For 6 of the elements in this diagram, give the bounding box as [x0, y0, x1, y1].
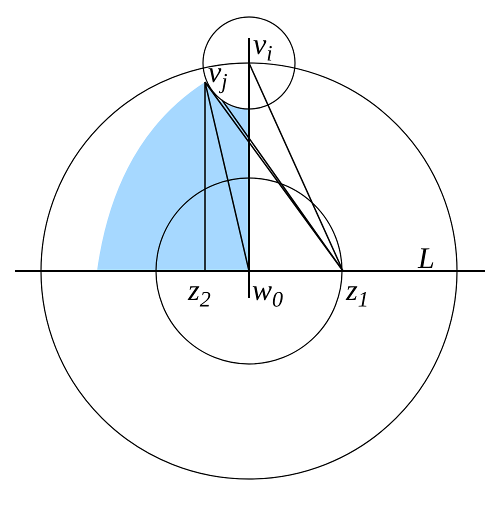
point-label: w$_{0}$ — [252, 276, 284, 311]
point-label: v$_{j}$ — [208, 58, 228, 93]
point-label: z$_{1}$ — [346, 276, 369, 311]
point-label: z$_{2}$ — [188, 276, 211, 311]
point-label: v$_{i}$ — [253, 30, 272, 65]
point-label: L — [418, 244, 435, 274]
